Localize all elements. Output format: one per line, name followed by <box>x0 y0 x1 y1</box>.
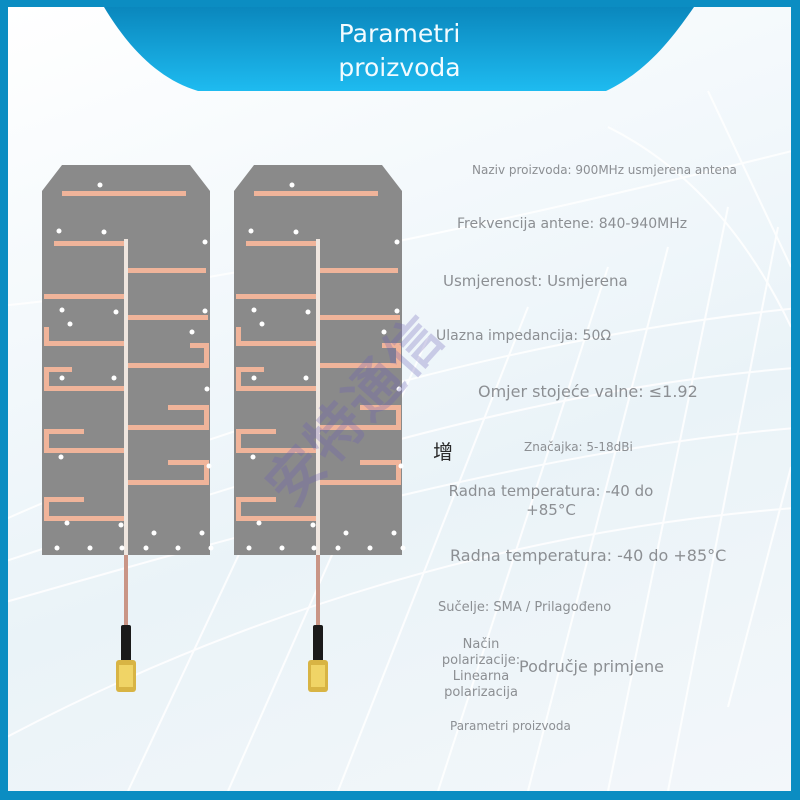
spec-temperature-wrapped-line1: Radna temperatura: -40 do <box>448 482 654 500</box>
spec-polarization-line2: polarizacije: <box>441 653 521 668</box>
spec-product-name: Naziv proizvoda: 900MHz usmjerena antena <box>472 163 737 177</box>
gain-glyph: 增 <box>433 440 453 464</box>
spec-polarization-line4: polarizacija <box>444 685 518 700</box>
spec-interface: Sučelje: SMA / Prilagođeno <box>438 600 612 615</box>
antenna-right-image <box>234 165 406 692</box>
antenna-left-image <box>42 165 214 692</box>
page-title: Parametri proizvoda <box>8 17 791 85</box>
spec-frequency: Frekvencija antene: 840-940MHz <box>457 216 688 232</box>
spec-temperature-wrapped: Radna temperatura: -40 do +85°C <box>436 482 666 520</box>
spec-application: Područje primjene <box>519 657 664 676</box>
spec-gain: Značajka: 5-18dBi <box>524 440 633 454</box>
spec-directivity: Usmjerenost: Usmjerena <box>443 272 628 290</box>
content-canvas: Parametri proizvoda <box>8 7 791 791</box>
spec-temperature-wrapped-line2: +85°C <box>526 501 576 519</box>
banner-shape <box>104 7 694 91</box>
spec-polarization-line1: Način <box>462 637 500 652</box>
header-banner: Parametri proizvoda <box>8 7 791 91</box>
spec-temperature: Radna temperatura: -40 do +85°C <box>450 546 727 565</box>
page-title-line1: Parametri <box>338 19 461 48</box>
background-lines-decoration <box>8 90 791 791</box>
spec-vswr: Omjer stojeće valne: ≤1.92 <box>478 382 698 401</box>
footer-label: Parametri proizvoda <box>450 719 571 733</box>
spec-polarization: Način polarizacije: Linearna polarizacij… <box>436 637 526 701</box>
spec-polarization-line3: Linearna <box>452 669 510 684</box>
page-title-line2: proizvoda <box>338 53 461 82</box>
spec-impedance: Ulazna impedancija: 50Ω <box>436 328 612 344</box>
